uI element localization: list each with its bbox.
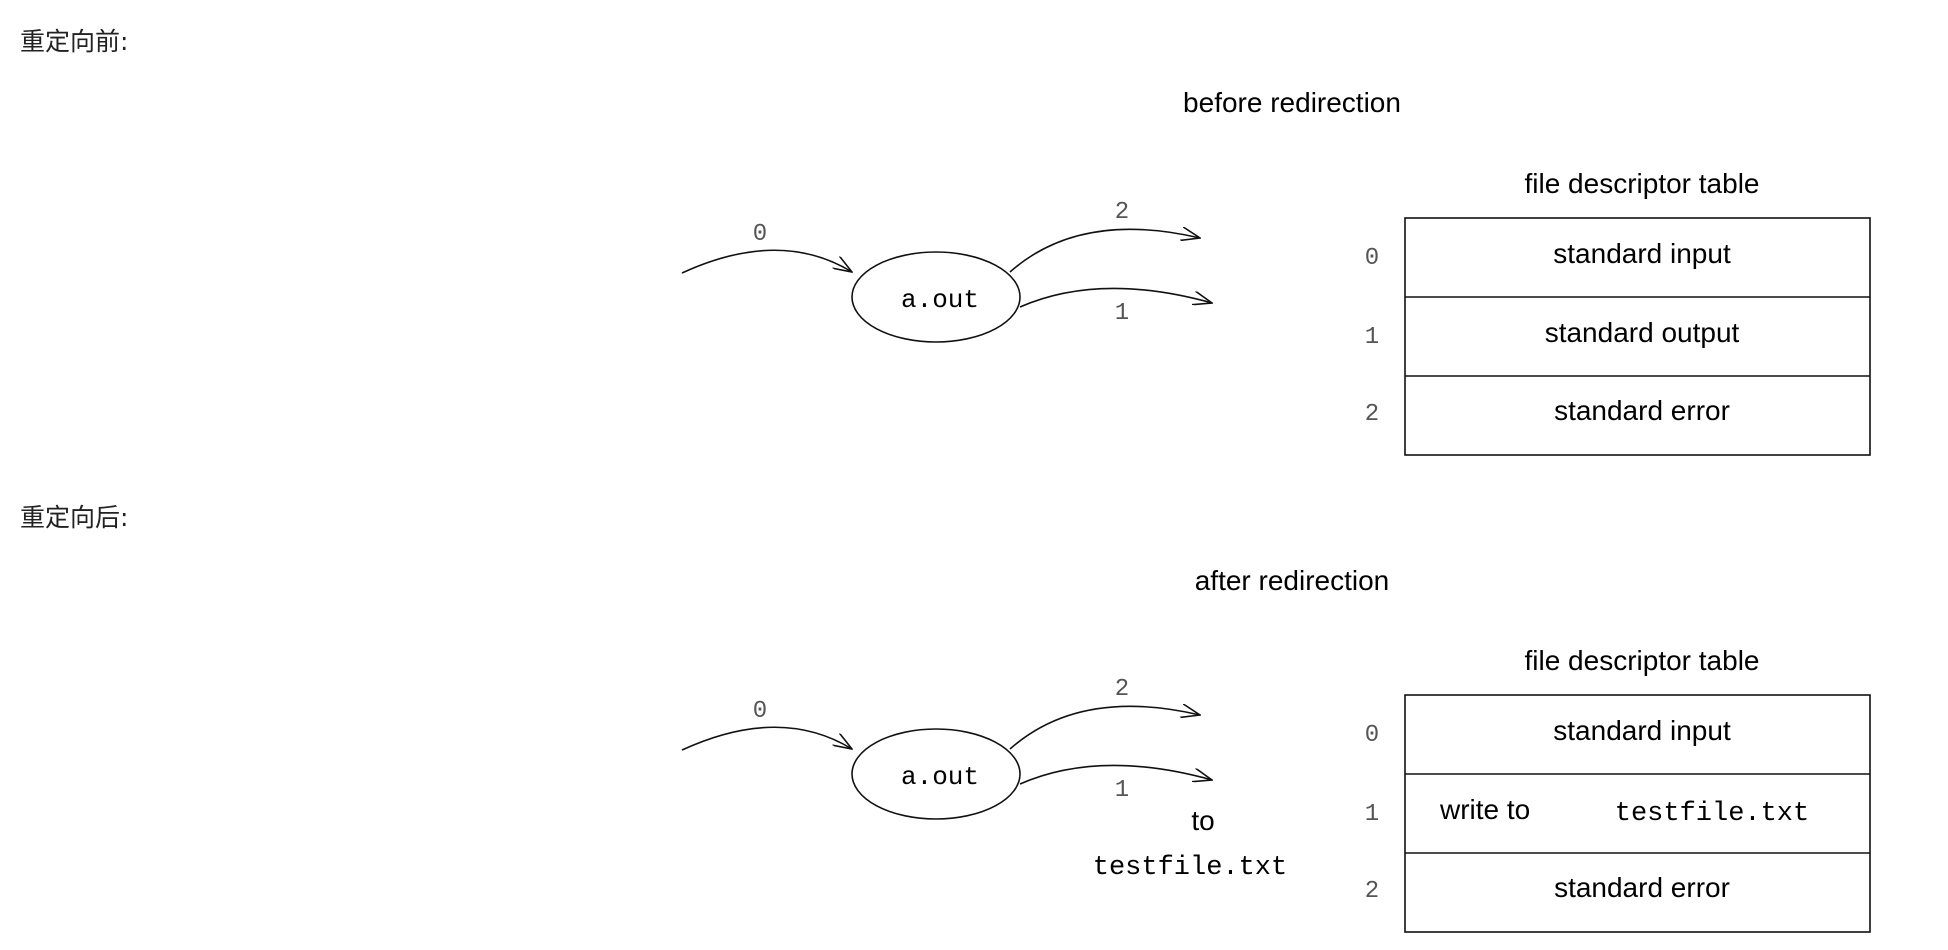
- before-diagram: before redirection 0 a.out 2 1 file desc…: [681, 87, 1871, 456]
- before-fd-table-title: file descriptor table: [1524, 168, 1759, 199]
- after-output-target-to: to: [1191, 805, 1214, 836]
- after-fd-entry: standard input: [1553, 715, 1731, 746]
- before-fd-entry: standard output: [1545, 317, 1740, 348]
- before-fd-number: 0: [1365, 245, 1379, 272]
- after-input-arrow: [681, 726, 852, 751]
- before-input-arrow-label: 0: [753, 221, 767, 248]
- after-error-arrow-label: 2: [1115, 676, 1129, 703]
- before-error-arrow: [1009, 229, 1200, 273]
- after-output-arrow: [1019, 764, 1212, 785]
- after-process-node: [851, 728, 1021, 820]
- after-output-arrow-label: 1: [1115, 777, 1129, 804]
- after-fd-number: 0: [1365, 722, 1379, 749]
- after-output-target-file: testfile.txt: [1093, 853, 1287, 883]
- after-title: after redirection: [1195, 565, 1390, 596]
- before-output-arrow: [1019, 287, 1212, 308]
- after-diagram: after redirection 0 a.out 2 1 to testfil…: [681, 565, 1871, 933]
- after-section-label: 重定向后:: [20, 503, 129, 532]
- after-fd-entry-write-to: write to: [1439, 794, 1530, 825]
- after-fd-table-title: file descriptor table: [1524, 645, 1759, 676]
- after-process-label: a.out: [901, 762, 979, 792]
- before-fd-number: 1: [1365, 324, 1379, 351]
- after-fd-number: 2: [1365, 878, 1379, 905]
- before-fd-number: 2: [1365, 401, 1379, 428]
- after-fd-entry: standard error: [1554, 872, 1730, 903]
- before-process-node: [851, 251, 1021, 343]
- before-process-label: a.out: [901, 285, 979, 315]
- after-fd-table: [1404, 694, 1871, 933]
- before-input-arrow: [681, 249, 852, 274]
- before-fd-table: [1404, 217, 1871, 456]
- before-section-label: 重定向前:: [20, 27, 129, 56]
- before-error-arrow-label: 2: [1115, 199, 1129, 226]
- after-fd-entry-file: testfile.txt: [1615, 799, 1809, 829]
- before-output-arrow-label: 1: [1115, 300, 1129, 327]
- before-fd-entry: standard error: [1554, 395, 1730, 426]
- before-fd-entry: standard input: [1553, 238, 1731, 269]
- before-title: before redirection: [1183, 87, 1401, 118]
- after-fd-number: 1: [1365, 801, 1379, 828]
- after-error-arrow: [1009, 706, 1200, 750]
- after-input-arrow-label: 0: [753, 698, 767, 725]
